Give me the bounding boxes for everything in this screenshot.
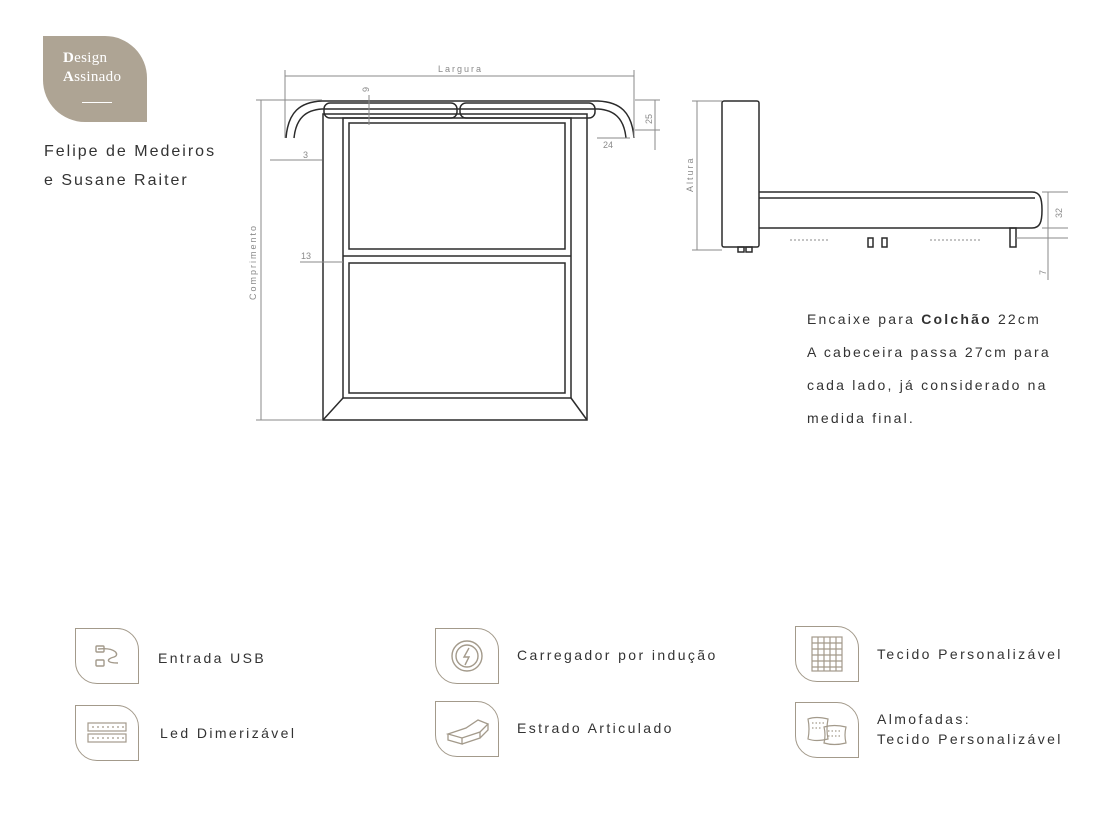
feature-label-articulated: Estrado Articulado: [517, 720, 674, 736]
fabric-weave-icon: [795, 626, 859, 682]
frame-corner-right: [570, 397, 588, 421]
feature-label-usb: Entrada USB: [158, 650, 267, 666]
badge-line-1: Design: [63, 50, 108, 66]
altura-label: Altura: [685, 156, 695, 192]
badge-line-2: Assinado: [63, 69, 122, 85]
mattress-top: [348, 122, 566, 250]
note-line-3: cada lado, já considerado na: [807, 377, 1048, 393]
bed-frame-outer: [322, 113, 588, 421]
side-foot-3: [867, 237, 874, 248]
dimension-7: 7: [1038, 270, 1048, 275]
feature-label-induction: Carregador por indução: [517, 647, 718, 663]
side-base: [759, 191, 1043, 229]
feature-label-pillows: Almofadas: Tecido Personalizável: [877, 709, 1063, 749]
dimension-13: 13: [301, 251, 311, 261]
comprimento-label: Comprimento: [248, 224, 258, 300]
largura-label: Largura: [438, 64, 483, 74]
feature-label-pillows-line1: Almofadas:: [877, 711, 972, 727]
headboard-cushion-right: [459, 102, 596, 119]
design-assinado-badge: Design Assinado: [43, 36, 147, 122]
note-mattress-bold: Colchão: [921, 311, 992, 327]
note-line-4: medida final.: [807, 410, 915, 426]
side-foot-1: [737, 246, 745, 253]
wireless-charger-icon: [435, 628, 499, 684]
badge-underline: [82, 102, 112, 103]
designer-line-2: e Susane Raiter: [44, 172, 189, 189]
usb-cable-icon: [75, 628, 139, 684]
side-headboard: [721, 100, 760, 248]
feature-label-pillows-line2: Tecido Personalizável: [877, 731, 1063, 747]
led-strip-icon: [75, 705, 139, 761]
top-view-dimensions: [256, 70, 660, 421]
side-foot-2: [745, 246, 753, 253]
dimension-9: 9: [361, 87, 371, 92]
feature-label-led: Led Dimerizável: [160, 725, 297, 741]
dimension-24: 24: [603, 140, 613, 150]
designers-credit: Felipe de Medeiros e Susane Raiter: [44, 137, 216, 195]
side-foot-5: [1009, 227, 1017, 248]
pillows-icon: [795, 702, 859, 758]
note-line-2: A cabeceira passa 27cm para: [807, 344, 1051, 360]
product-notes: Encaixe para Colchão 22cm A cabeceira pa…: [807, 303, 1051, 435]
note-mattress-fit: Encaixe para Colchão 22cm: [807, 311, 1041, 327]
top-view: [285, 100, 635, 421]
bed-frame-inner: [342, 117, 572, 399]
headboard-cushion-left: [323, 102, 458, 119]
dimension-25: 25: [644, 114, 654, 124]
dimension-32: 32: [1054, 208, 1064, 218]
headboard-outline: [285, 100, 635, 139]
frame-corner-left: [322, 397, 344, 421]
side-view: [721, 100, 1043, 253]
feature-label-fabric: Tecido Personalizável: [877, 646, 1063, 662]
articulated-bed-icon: [435, 701, 499, 757]
designer-line-1: Felipe de Medeiros: [44, 143, 217, 160]
side-foot-4: [881, 237, 888, 248]
dimension-3: 3: [303, 150, 308, 160]
mattress-bottom: [348, 262, 566, 394]
